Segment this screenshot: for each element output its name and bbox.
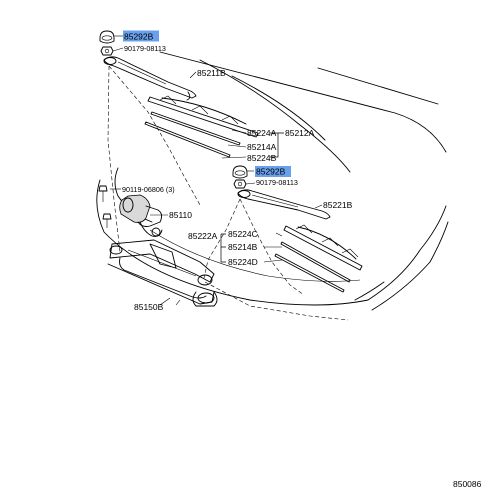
label-rubber-right[interactable]: 85214B (228, 242, 258, 252)
cap-top-part (99, 30, 115, 44)
label-blade-right-d[interactable]: 85224D (228, 257, 258, 267)
bracket-left-blade (270, 132, 284, 158)
cap-top-highlight (123, 30, 159, 42)
label-link[interactable]: 85150B (134, 302, 164, 312)
blade-left-part (147, 95, 259, 138)
blade-left-b-part (144, 121, 231, 158)
blade-right-part (283, 224, 363, 271)
label-nut-top[interactable]: 90179-08113 (124, 44, 166, 53)
link-assembly-part (107, 239, 218, 307)
nut-top-part (100, 46, 114, 56)
bracket-right-blade (220, 233, 226, 263)
label-blade-right-c[interactable]: 85224C (228, 229, 258, 239)
cap-mid-highlight (255, 166, 291, 177)
label-cap-mid[interactable]: 85292B (256, 167, 286, 177)
label-cap-top[interactable]: 85292B (124, 32, 154, 42)
label-rubber-left[interactable]: 85214A (247, 142, 277, 152)
car-body-outline (96, 51, 449, 311)
label-blade-assy-right[interactable]: 85222A (188, 231, 218, 241)
rubber-left-part (150, 111, 241, 146)
label-bolt[interactable]: 90119-06806 (3) (122, 185, 175, 194)
cap-mid-part (232, 165, 248, 179)
wiper-motor-part (119, 194, 163, 237)
rubber-right-part (280, 241, 351, 283)
bolt-part (98, 185, 112, 228)
blade-right-d-part (274, 253, 345, 293)
dashed-guides (107, 65, 349, 321)
part-labels: 85292B 90179-08113 85211B 85212A 85224A … (122, 32, 482, 490)
label-arm-right[interactable]: 85221B (323, 200, 353, 210)
label-blade-left-b[interactable]: 85224B (247, 153, 277, 163)
label-nut-mid[interactable]: 90179-08113 (256, 178, 298, 187)
label-blade-assy-left[interactable]: 85212A (285, 128, 315, 138)
label-blade-left-a[interactable]: 85224A (247, 128, 277, 138)
wiper-arm-right-part (237, 189, 331, 220)
figure-code: 850086 (453, 479, 482, 489)
nut-mid-part (233, 179, 247, 189)
label-arm-left[interactable]: 85211B (197, 68, 226, 78)
leader-lines (110, 35, 323, 306)
wiper-arm-left-part (103, 56, 197, 101)
label-motor[interactable]: 85110 (169, 210, 192, 220)
